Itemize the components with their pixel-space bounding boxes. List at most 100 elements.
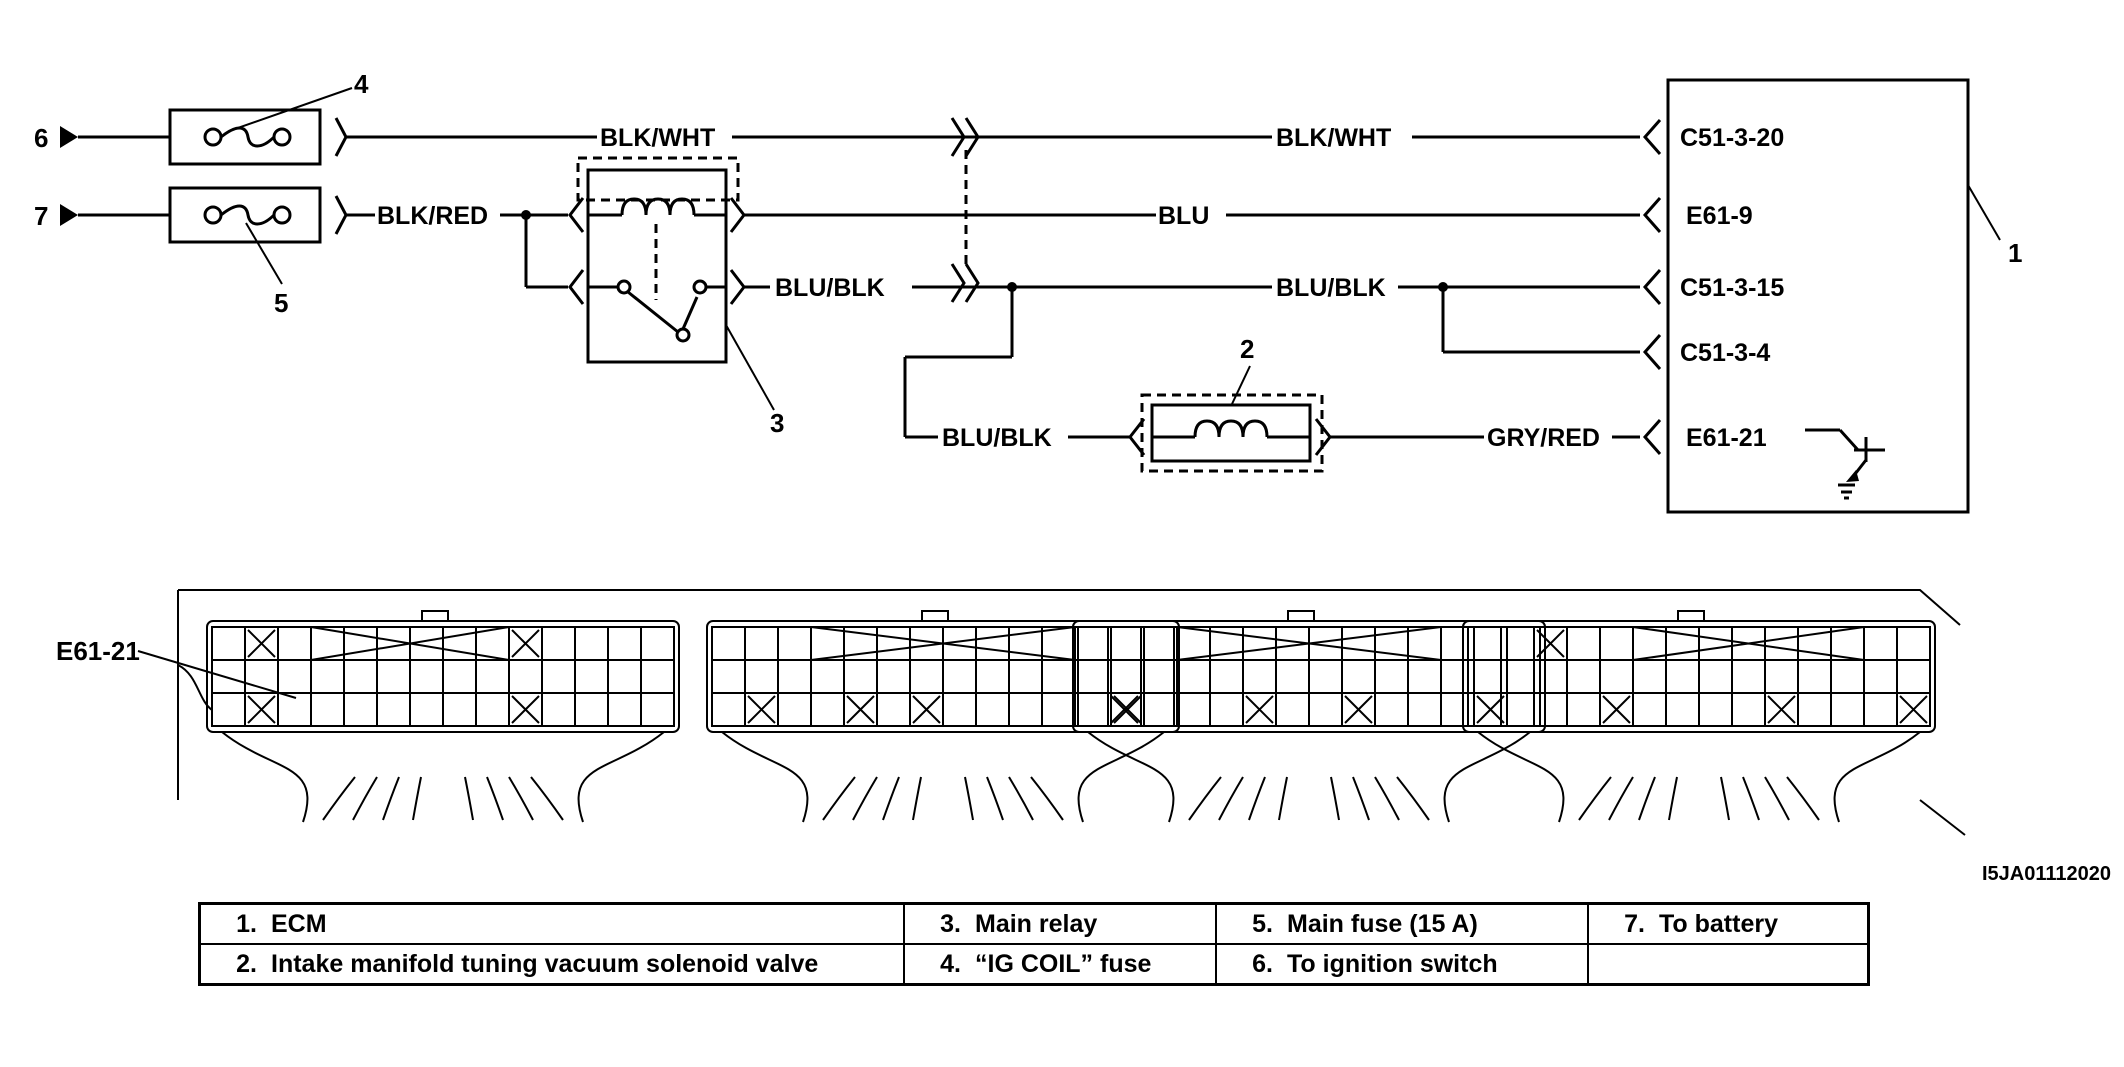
connector-cavity <box>442 659 477 694</box>
connector-cavity <box>1797 659 1832 694</box>
connector-cavity <box>640 626 675 661</box>
connector-housing-edge <box>177 664 213 711</box>
connector-cavity <box>711 659 746 694</box>
connector-cavity <box>1140 692 1175 727</box>
connector-cavity <box>1308 692 1343 727</box>
connector-cavity <box>343 659 378 694</box>
connector-cavity <box>1077 659 1112 694</box>
wire-break-top <box>950 117 980 157</box>
callout-1: 1 <box>2008 238 2022 268</box>
connector-cavity <box>607 692 642 727</box>
connector-cavity <box>1110 626 1145 661</box>
wire-harness-edge <box>721 731 809 823</box>
connector-cavity <box>1041 626 1076 661</box>
connector-cavity <box>1632 659 1667 694</box>
wire-strand <box>1578 776 1612 821</box>
figure-id: I5JA01112020 <box>1982 863 2112 885</box>
connector-cavity <box>1041 692 1076 727</box>
legend-row: 2.Intake manifold tuning vacuum solenoid… <box>198 943 1870 986</box>
connector-cavity <box>1698 659 1733 694</box>
callout-5: 5 <box>274 288 288 318</box>
connector-cavity <box>409 659 444 694</box>
empty-cavity-mark <box>1767 695 1796 724</box>
connector-cavity <box>277 659 312 694</box>
wire-strand <box>1248 776 1266 821</box>
connector-cavity <box>1143 692 1178 727</box>
wire-strand <box>1030 776 1064 821</box>
empty-cavity-mark <box>1245 695 1274 724</box>
connector-cavity <box>744 626 779 661</box>
ignition-input-arrow <box>60 126 78 148</box>
connector-cavity <box>1143 626 1178 661</box>
connector-cavity <box>1566 692 1601 727</box>
connector-cavity <box>1308 659 1343 694</box>
wire-strand <box>1330 776 1340 821</box>
connector-cavity <box>1599 659 1634 694</box>
connector-cavity <box>607 626 642 661</box>
connector-cavity <box>876 626 911 661</box>
connector-cavity <box>1533 659 1568 694</box>
connector-cavity <box>1275 659 1310 694</box>
wire-label-blk-wht-right: BLK/WHT <box>1276 124 1391 152</box>
connector-cavity <box>211 692 246 727</box>
connector-cavity <box>1341 626 1376 661</box>
wire-strand <box>1008 776 1034 821</box>
connector-cavity <box>607 659 642 694</box>
solenoid-valve <box>1128 393 1332 473</box>
connector-cavity <box>1374 659 1409 694</box>
connector-cavity <box>574 626 609 661</box>
connector-cavity <box>541 626 576 661</box>
input-number-battery: 7 <box>34 201 48 231</box>
lock-region-mark <box>810 626 1076 661</box>
wire-strand <box>1352 776 1370 821</box>
connector-cavity <box>1473 659 1508 694</box>
empty-cavity-mark <box>747 695 776 724</box>
empty-cavity-mark <box>1536 629 1565 658</box>
connector-cavity <box>777 692 812 727</box>
connector-cavity <box>310 692 345 727</box>
wire-harness-edge <box>1477 731 1565 823</box>
connector-cavity <box>574 692 609 727</box>
connector-cavity <box>1143 659 1178 694</box>
connector-cavity <box>1566 659 1601 694</box>
callout-line-5 <box>245 222 283 285</box>
wire-strand <box>508 776 534 821</box>
connector-latch <box>1287 610 1315 622</box>
connector-cavity <box>1008 692 1043 727</box>
wire-strand <box>464 776 474 821</box>
connector-cavity <box>1665 659 1700 694</box>
wire-harness-edge <box>1077 731 1165 823</box>
empty-cavity-mark <box>1344 695 1373 724</box>
connector-cavity <box>211 626 246 661</box>
connector-cavity <box>574 659 609 694</box>
connector-cavity <box>1632 692 1667 727</box>
empty-cavity-mark <box>912 695 941 724</box>
wire-label-blu-blk-ecm: BLU/BLK <box>1276 274 1386 302</box>
legend-table: 1.ECM 3.Main relay 5.Main fuse (15 A) 7.… <box>198 902 1870 986</box>
connector-cavity <box>711 626 746 661</box>
callout-line-4 <box>231 87 353 131</box>
battery-input-arrow <box>60 204 78 226</box>
connector-cavity <box>1896 626 1931 661</box>
connector-cavity <box>975 626 1010 661</box>
connector-cavity <box>1107 659 1142 694</box>
wire-strand <box>1608 776 1634 821</box>
connector-cavity <box>1209 692 1244 727</box>
connector-cavity <box>1407 692 1442 727</box>
callout-line-2 <box>1231 365 1251 405</box>
wire-label-blk-red: BLK/RED <box>377 202 488 230</box>
wire-strand <box>322 776 356 821</box>
connector-cavity <box>744 659 779 694</box>
wire-strand <box>530 776 564 821</box>
connector-cavity <box>1176 659 1211 694</box>
connector-cavity <box>1440 626 1475 661</box>
connector-cavity <box>1374 692 1409 727</box>
wire-harness-edge <box>577 731 665 823</box>
empty-cavity-mark <box>1476 695 1505 724</box>
connector-cavity <box>442 692 477 727</box>
callout-3: 3 <box>770 408 784 438</box>
connector-cavity <box>810 692 845 727</box>
wire-break-relay <box>950 263 980 303</box>
lock-region-mark <box>1176 626 1442 661</box>
ecm-connector-view <box>177 589 1966 836</box>
